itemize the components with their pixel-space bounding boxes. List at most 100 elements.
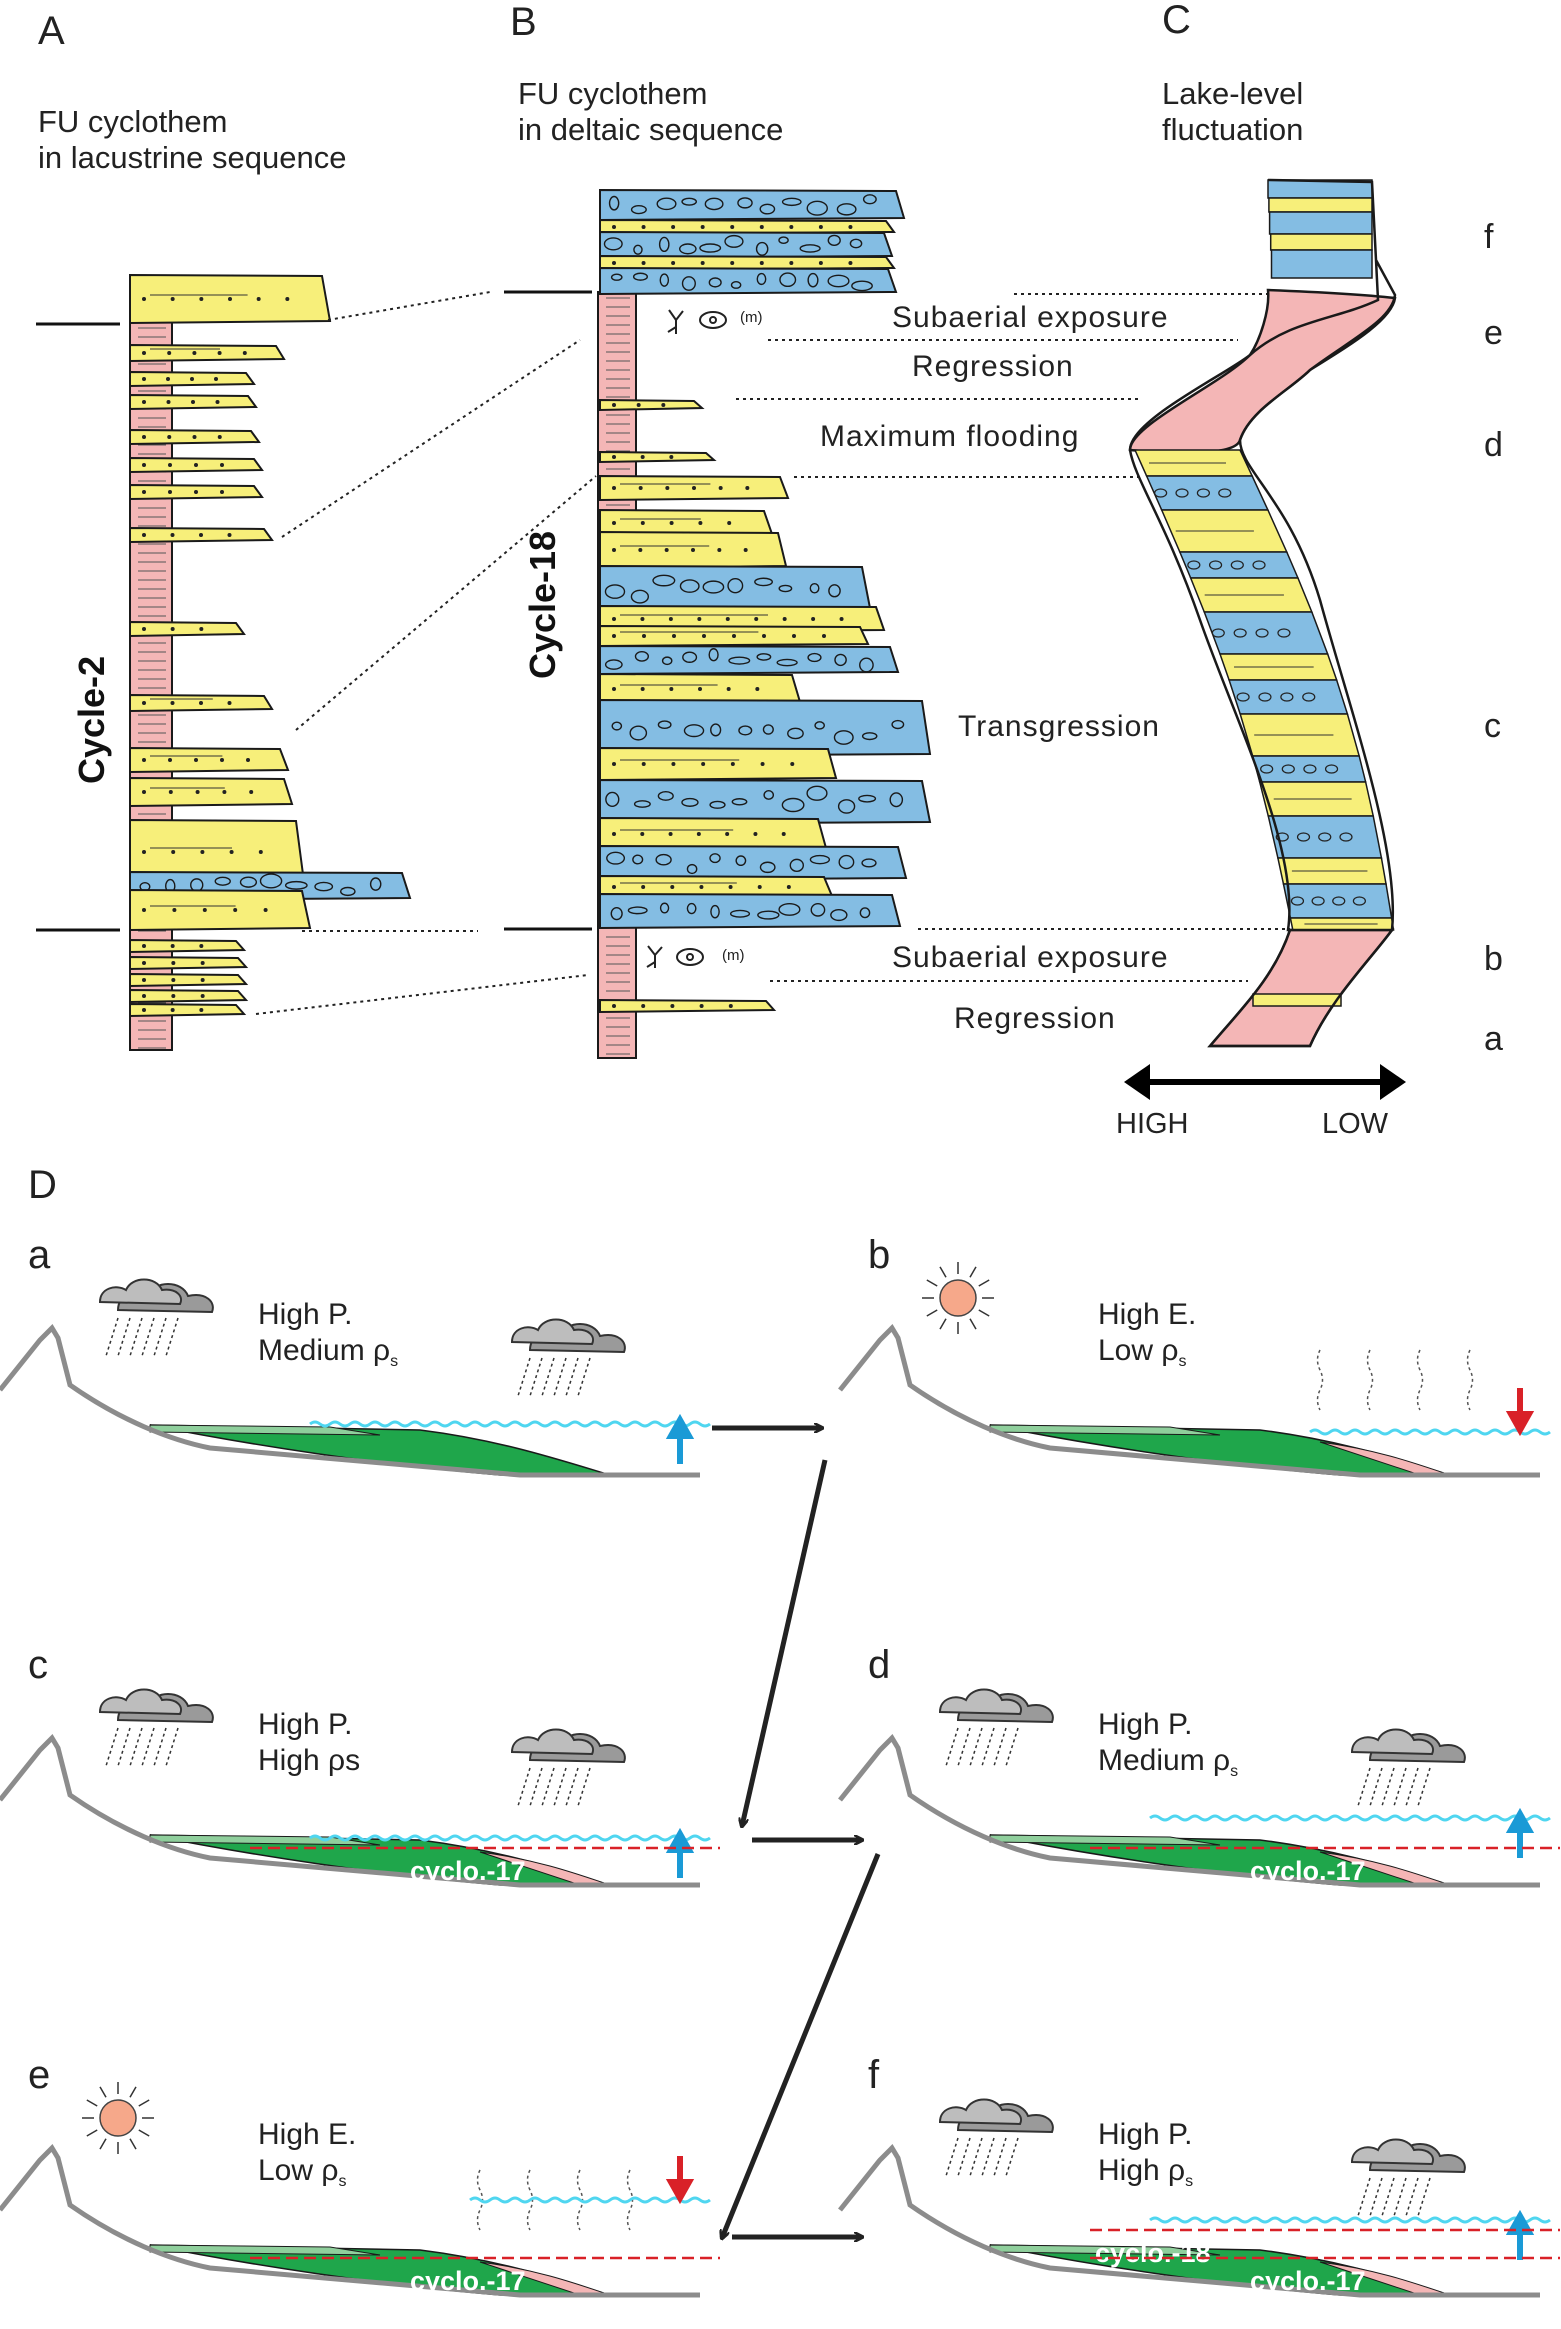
basin-profile (838, 1323, 1540, 1478)
sandstone-bed (129, 938, 247, 954)
climate-line-1: High P. (258, 1298, 353, 1331)
conglomerate-bed (599, 266, 898, 296)
evaporation-mark (1466, 1349, 1474, 1411)
delta-top-light (989, 1834, 1221, 1846)
panel-c-title-line2: fluctuation (1162, 112, 1303, 147)
sandstone-bed (129, 988, 249, 1004)
phase-subaerial-exposure-bottom: Subaerial exposure (892, 941, 1169, 974)
flow-arrows (712, 1428, 881, 2238)
lake-level-curve (1128, 178, 1397, 1048)
rain-cloud-icon (98, 1278, 214, 1357)
phase-regression-bottom: Regression (954, 1002, 1116, 1035)
stage-letter-e: e (1484, 314, 1503, 352)
conglomerate-bed (599, 844, 908, 882)
sandstone-bed (129, 888, 312, 932)
evaporation-mark (1416, 1349, 1424, 1411)
curve-mud-lower (1207, 928, 1395, 1048)
fall-arrow-icon (665, 2156, 695, 2205)
correlation-lines (255, 291, 597, 1015)
curve-top-bed (1268, 211, 1373, 235)
rain-cloud-icon (98, 1688, 214, 1767)
panel-c-title-line1: Lake-level (1162, 76, 1303, 111)
stage-letter-d: d (1484, 426, 1503, 464)
sandstone-bed (129, 343, 286, 363)
rain-cloud-icon (510, 1318, 626, 1397)
cycle-18-label: Cycle-18 (522, 531, 563, 679)
scenario-letter: a (28, 1233, 51, 1277)
marine-mark-top: (m) (740, 309, 763, 326)
panel-c: C Lake-level fluctuation f e d c b a HIG… (1116, 0, 1503, 1140)
curve-top-bed (1269, 233, 1373, 251)
stage-letter-c: c (1484, 707, 1501, 745)
phase-transgression: Transgression (958, 710, 1160, 743)
rain-cloud-icon (938, 1688, 1054, 1767)
lake-level-line (1149, 1814, 1551, 1822)
climate-line-1: High E. (258, 2118, 356, 2151)
curve-stripe (1145, 475, 1270, 511)
curve-mud-upper (1128, 288, 1397, 455)
stage-letter-f: f (1484, 218, 1494, 256)
curve-top-bed (1270, 249, 1373, 279)
scenario-letter: c (28, 1643, 48, 1687)
sandstone-bed (599, 398, 705, 412)
cyclothem-label: cyclo.-17 (1250, 2266, 1366, 2296)
panel-b-label: B (510, 0, 537, 44)
scenario-letter: d (868, 1643, 890, 1687)
lake-level-line (309, 1834, 711, 1842)
sandstone-bed (599, 998, 777, 1014)
climate-line-2: High ρs (1098, 2154, 1193, 2190)
fossil-shell-icon (676, 311, 727, 966)
panel-a-title-line1: FU cyclothem (38, 104, 227, 139)
phase-maximum-flooding: Maximum flooding (820, 420, 1079, 453)
sandstone-bed (599, 254, 896, 272)
conglomerate-bed (599, 892, 902, 930)
high-low-axis-arrow (1124, 1064, 1406, 1100)
panel-a: A FU cyclothem in lacustrine sequence Cy… (36, 9, 412, 1051)
rain-cloud-icon (510, 1728, 626, 1807)
curve-sand-lens (1252, 993, 1342, 1007)
evaporation-mark (1366, 1349, 1374, 1411)
phase-labels: Subaerial exposure Regression Maximum fl… (820, 301, 1169, 1035)
sandstone-bed (129, 1002, 247, 1018)
deltaic-column (597, 188, 932, 1059)
lake-level-line (309, 1420, 711, 1428)
climate-line-2: Medium ρs (1098, 1744, 1238, 1780)
conglomerate-bed (599, 230, 894, 260)
climate-line-2: Low ρs (258, 2154, 346, 2190)
delta-top-light (149, 2244, 381, 2256)
panel-d-label: D (28, 1163, 57, 1207)
sun-icon (82, 2082, 154, 2154)
scenario-letter: f (868, 2053, 880, 2097)
rise-arrow-icon (665, 1827, 695, 1878)
climate-line-2: Low ρs (1098, 1334, 1186, 1370)
lake-level-line (469, 2196, 711, 2204)
cyclothem-label: cyclo.-17 (1250, 1856, 1366, 1886)
panel-b-title-line1: FU cyclothem (518, 76, 707, 111)
lake-level-line (1149, 2216, 1551, 2224)
delta-top-light (989, 1424, 1221, 1436)
panel-b-title-line2: in deltaic sequence (518, 112, 783, 147)
phase-leaders (736, 293, 1290, 982)
lake-level-line (1309, 1428, 1551, 1436)
lacustrine-column (129, 273, 412, 1051)
cyclothem-label: cyclo.-18 (1095, 2238, 1211, 2268)
climate-line-2: Medium ρs (258, 1334, 398, 1370)
climate-line-1: High P. (1098, 2118, 1193, 2151)
climate-line-1: High P. (1098, 1708, 1193, 1741)
panel-a-title-line2: in lacustrine sequence (38, 140, 346, 175)
rain-cloud-icon (938, 2098, 1054, 2177)
panel-a-label: A (38, 9, 65, 53)
stage-letter-a: a (1484, 1020, 1503, 1058)
sandstone-bed (129, 776, 294, 808)
rain-cloud-icon (1350, 2138, 1466, 2217)
climate-line-2: High ρs (258, 1744, 360, 1777)
curve-stripe (1228, 679, 1349, 715)
